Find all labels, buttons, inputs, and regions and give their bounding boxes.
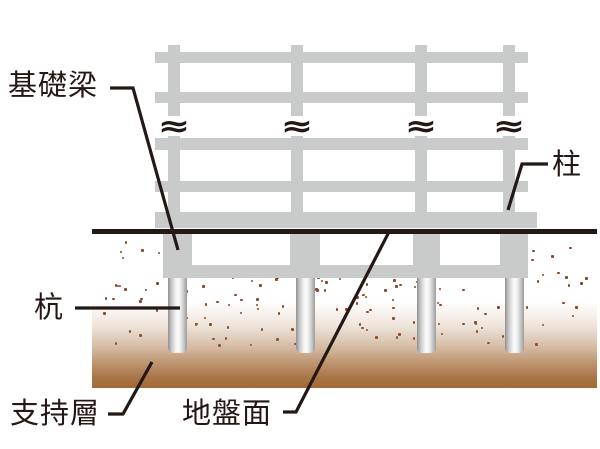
soil-dot xyxy=(124,288,127,291)
soil-dot xyxy=(356,296,359,299)
pile xyxy=(417,278,436,353)
leader-bearing-stratum xyxy=(108,361,154,416)
soil-dot xyxy=(256,298,259,301)
ground-floor-beam xyxy=(155,212,537,228)
break-symbol: ≈ xyxy=(280,109,314,144)
soil-dot xyxy=(557,271,560,275)
column-lower xyxy=(168,136,180,212)
soil-dot xyxy=(395,285,398,288)
soil-dot xyxy=(104,297,108,300)
soil-dot xyxy=(316,289,319,292)
soil-dot xyxy=(140,297,143,301)
soil-dot xyxy=(275,278,278,281)
soil-dot xyxy=(323,289,327,292)
soil-dot xyxy=(156,282,159,285)
column-upper xyxy=(503,45,515,116)
soil-dot xyxy=(112,297,115,301)
soil-dot xyxy=(567,284,571,287)
soil-dot xyxy=(532,249,535,253)
frame-beam xyxy=(155,138,528,150)
soil-dot xyxy=(320,279,324,283)
soil-dot xyxy=(141,249,144,252)
soil-dot xyxy=(536,280,540,283)
label-ground-surface: 地盤面 xyxy=(182,398,273,430)
pile xyxy=(505,278,524,353)
column-lower xyxy=(291,136,303,212)
soil-dot xyxy=(240,298,243,301)
soil-dot xyxy=(121,256,124,260)
soil-dot xyxy=(119,250,123,253)
soil-dot xyxy=(531,258,534,262)
frame-beam xyxy=(155,181,528,192)
soil-dot xyxy=(541,273,545,277)
column-lower xyxy=(415,136,427,212)
soil-dot xyxy=(391,298,395,301)
soil-dot xyxy=(565,276,568,279)
soil-dot xyxy=(116,284,120,288)
soil-dot xyxy=(259,284,262,287)
soil-dot xyxy=(551,255,554,258)
soil-dot xyxy=(384,289,387,292)
soil-dot xyxy=(393,279,396,282)
leader-ground-surface xyxy=(283,229,392,414)
frame-beam xyxy=(155,92,528,103)
soil-dot xyxy=(362,293,365,297)
soil-dot xyxy=(114,284,118,287)
soil-dot xyxy=(413,285,417,289)
soil-dot xyxy=(216,300,219,304)
soil-dot xyxy=(325,281,328,284)
soil-dot xyxy=(462,288,465,292)
soil-dot xyxy=(338,277,342,280)
soil-dot xyxy=(365,283,368,286)
foundation-opening xyxy=(440,233,500,265)
soil-dot xyxy=(139,300,142,303)
soil-dot xyxy=(144,288,148,292)
soil-dot xyxy=(580,282,583,285)
leader-column xyxy=(506,162,548,211)
label-bearing-stratum: 支持層 xyxy=(10,398,101,430)
soil-dot xyxy=(585,277,588,280)
soil-dot xyxy=(234,293,237,296)
soil-dot xyxy=(399,283,402,287)
soil-dot xyxy=(118,284,122,288)
soil-dot xyxy=(157,251,161,255)
pile xyxy=(168,278,187,353)
leader-foundation-beam xyxy=(110,86,180,251)
break-symbol: ≈ xyxy=(492,109,526,144)
soil-dot xyxy=(124,241,128,244)
label-column: 柱 xyxy=(552,149,583,181)
column-upper xyxy=(168,45,180,116)
label-foundation-beam: 基礎梁 xyxy=(8,70,99,102)
soil-dot xyxy=(364,295,368,299)
foundation-opening xyxy=(320,233,413,265)
label-pile: 杭 xyxy=(34,292,65,324)
soil-dot xyxy=(438,287,441,290)
break-symbol: ≈ xyxy=(404,109,438,144)
soil-dot xyxy=(250,279,254,283)
foundation-beam-structure xyxy=(163,233,528,278)
foundation-opening xyxy=(192,233,290,265)
column-upper xyxy=(415,45,427,116)
ground-surface-line xyxy=(92,229,597,234)
soil-dot xyxy=(202,285,205,288)
frame-beam xyxy=(155,52,528,63)
pile xyxy=(296,278,315,353)
column-upper xyxy=(291,45,303,116)
break-symbol: ≈ xyxy=(157,109,191,144)
soil-dot xyxy=(569,246,572,250)
